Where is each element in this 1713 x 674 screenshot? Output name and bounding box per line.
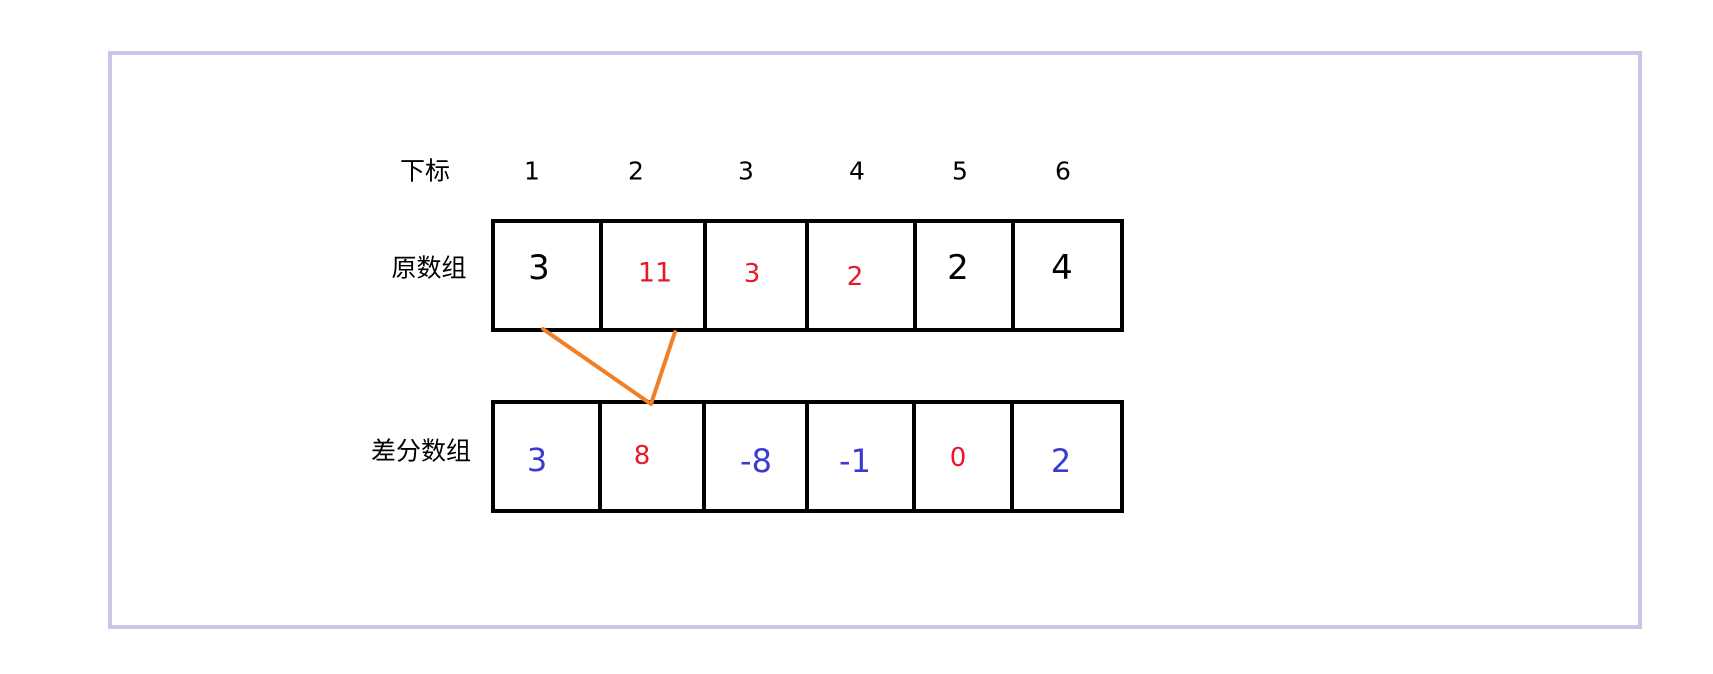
diff-cell [706, 400, 809, 513]
row-label-index: 下标 [399, 156, 451, 186]
original-cell [917, 219, 1015, 332]
original-value: 3 [528, 248, 550, 288]
row-label-diff: 差分数组 [370, 436, 472, 466]
diff-value: 2 [1050, 442, 1072, 480]
index-label: 2 [628, 156, 644, 186]
original-value: 11 [637, 257, 673, 289]
diff-value: 8 [633, 441, 651, 471]
diff-cell [916, 400, 1014, 513]
original-value: 3 [743, 259, 761, 289]
diff-cell [1014, 400, 1124, 513]
original-value: 4 [1051, 248, 1073, 288]
original-value: 2 [947, 248, 969, 288]
index-label: 3 [738, 156, 754, 186]
diff-cell [809, 400, 916, 513]
original-value: 2 [846, 262, 864, 292]
index-label: 6 [1055, 156, 1071, 186]
original-cell [707, 219, 809, 332]
index-label: 5 [952, 156, 968, 186]
diff-value: -8 [740, 442, 772, 480]
row-label-original: 原数组 [391, 253, 467, 283]
index-label: 4 [849, 156, 865, 186]
index-label: 1 [524, 156, 540, 186]
original-cell [809, 219, 917, 332]
original-cell [1015, 219, 1124, 332]
diff-value: 3 [526, 441, 548, 479]
diff-value: -1 [839, 442, 871, 480]
diff-value: 0 [949, 443, 967, 473]
diagram-frame [108, 51, 1642, 629]
diff-cell [602, 400, 706, 513]
